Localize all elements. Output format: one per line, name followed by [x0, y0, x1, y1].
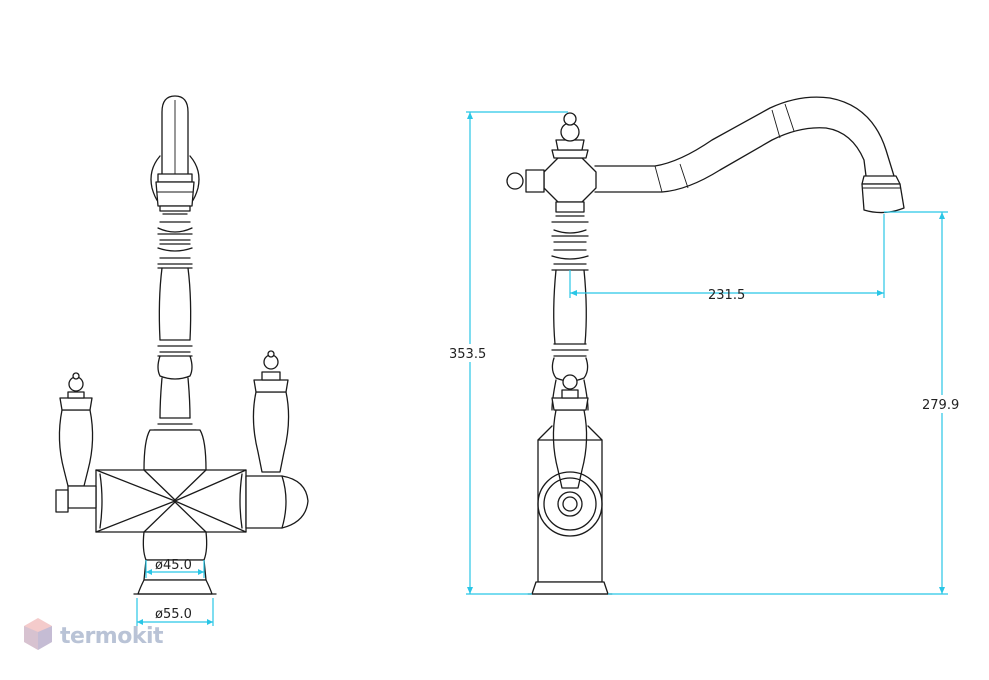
- base-diameter-upper-label: ø45.0: [155, 558, 192, 573]
- logo-text: termokit: [60, 624, 164, 649]
- faucet-side-view: [506, 96, 905, 595]
- base-diameter-lower-label: ø55.0: [155, 607, 192, 622]
- faucet-front-view: [55, 95, 309, 595]
- total-height-label: 353.5: [449, 347, 486, 362]
- spout-reach-label: 231.5: [708, 288, 745, 303]
- spout-height-label: 279.9: [922, 398, 959, 413]
- dimension-front: ø45.0 ø55.0: [136, 558, 214, 626]
- dimension-side: 353.5 231.5 279.9: [447, 111, 966, 595]
- termokit-logo: termokit: [24, 618, 164, 650]
